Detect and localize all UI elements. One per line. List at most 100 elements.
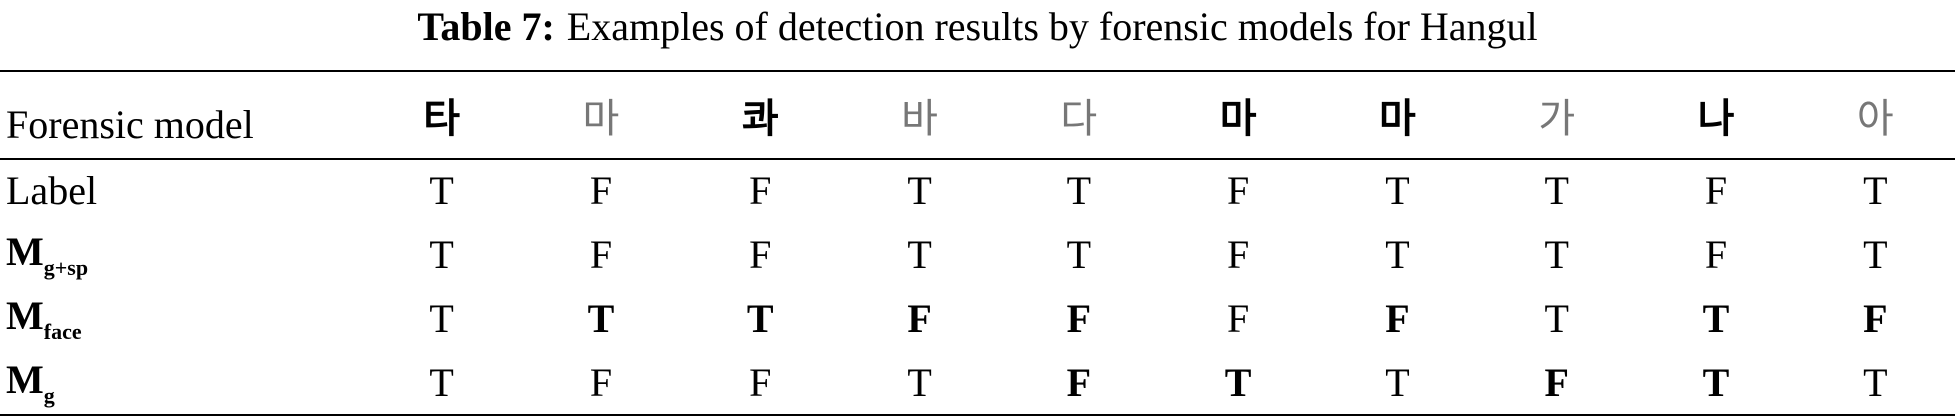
model-name-main: M bbox=[6, 356, 44, 402]
hangul-glyph: 콰 bbox=[741, 96, 779, 142]
table-header-rule bbox=[0, 158, 1955, 160]
result-value: T bbox=[429, 295, 454, 341]
model-name: Label bbox=[6, 167, 98, 213]
model-name-cell: Mg+sp bbox=[0, 222, 362, 286]
result-cell: T bbox=[1796, 350, 1955, 414]
result-value: F bbox=[1227, 295, 1250, 341]
model-name-cell: Mface bbox=[0, 286, 362, 350]
hangul-glyph: 나 bbox=[1697, 96, 1735, 142]
table-caption: Table 7:Examples of detection results by… bbox=[0, 4, 1955, 50]
result-cell: T bbox=[1796, 158, 1955, 222]
result-value: T bbox=[1385, 231, 1410, 277]
result-value: T bbox=[1863, 359, 1888, 405]
result-cell: F bbox=[681, 222, 840, 286]
result-value: F bbox=[1863, 295, 1888, 341]
result-cell: T bbox=[1318, 158, 1477, 222]
result-cell: F bbox=[1796, 286, 1955, 350]
table-caption-text: Examples of detection results by forensi… bbox=[566, 4, 1538, 49]
result-value: T bbox=[1863, 167, 1888, 213]
hangul-glyph: 다 bbox=[1060, 96, 1098, 142]
result-cell: T bbox=[1477, 286, 1636, 350]
result-value: F bbox=[749, 231, 772, 277]
hangul-glyph: 마 bbox=[1219, 96, 1257, 142]
result-cell: F bbox=[1477, 350, 1636, 414]
result-value: F bbox=[589, 359, 613, 405]
table-top-rule bbox=[0, 70, 1955, 72]
hangul-glyph: 마 bbox=[1379, 96, 1416, 142]
result-value: T bbox=[1702, 295, 1730, 341]
result-value: T bbox=[1066, 167, 1092, 213]
hangul-glyph: 바 bbox=[901, 96, 938, 142]
result-cell: T bbox=[1796, 222, 1955, 286]
result-value: F bbox=[589, 231, 613, 277]
table-caption-label: Table 7: bbox=[417, 4, 555, 49]
result-value: T bbox=[587, 295, 615, 341]
result-cell: T bbox=[362, 286, 521, 350]
result-cell: T bbox=[1158, 350, 1317, 414]
result-cell: F bbox=[681, 158, 840, 222]
result-value: F bbox=[1704, 167, 1728, 213]
result-cell: F bbox=[521, 350, 680, 414]
result-value: T bbox=[907, 359, 932, 405]
detection-results-table: Forensic model 타 마 콰 바 다 마 마 가 나 아 Label… bbox=[0, 72, 1955, 414]
glyph-header-8: 가 bbox=[1477, 72, 1636, 158]
result-cell: F bbox=[1158, 286, 1317, 350]
result-cell: F bbox=[521, 158, 680, 222]
result-cell: F bbox=[999, 350, 1158, 414]
table-row: Mg T F F T F T T F T T bbox=[0, 350, 1955, 414]
glyph-header-7: 마 bbox=[1318, 72, 1477, 158]
result-value: T bbox=[429, 359, 454, 405]
result-value: T bbox=[1385, 359, 1410, 405]
model-name-cell: Label bbox=[0, 158, 362, 222]
result-value: F bbox=[1066, 295, 1092, 341]
result-value: T bbox=[1385, 167, 1410, 213]
result-value: T bbox=[907, 167, 932, 213]
result-cell: F bbox=[1636, 222, 1795, 286]
result-value: F bbox=[749, 359, 772, 405]
result-cell: T bbox=[521, 286, 680, 350]
glyph-header-5: 다 bbox=[999, 72, 1158, 158]
result-value: F bbox=[1704, 231, 1728, 277]
model-name: Mg bbox=[6, 356, 55, 408]
result-cell: T bbox=[362, 222, 521, 286]
result-value: T bbox=[1544, 295, 1569, 341]
model-name: Mface bbox=[6, 293, 82, 344]
result-cell: T bbox=[1318, 222, 1477, 286]
result-value: F bbox=[1227, 231, 1250, 277]
hangul-glyph: 타 bbox=[423, 96, 461, 142]
glyph-header-4: 바 bbox=[840, 72, 999, 158]
result-value: T bbox=[1544, 231, 1569, 277]
model-name-cell: Mg bbox=[0, 350, 362, 414]
result-cell: T bbox=[1636, 286, 1795, 350]
result-value: F bbox=[1385, 295, 1410, 341]
glyph-header-1: 타 bbox=[362, 72, 521, 158]
result-cell: T bbox=[681, 286, 840, 350]
model-name: Mg+sp bbox=[6, 228, 88, 280]
result-cell: T bbox=[1636, 350, 1795, 414]
model-name-main: M bbox=[6, 228, 44, 274]
result-cell: T bbox=[1477, 222, 1636, 286]
result-cell: T bbox=[840, 158, 999, 222]
table-bottom-rule bbox=[0, 414, 1955, 416]
table-header-row: Forensic model 타 마 콰 바 다 마 마 가 나 아 bbox=[0, 72, 1955, 158]
result-cell: T bbox=[362, 158, 521, 222]
result-cell: F bbox=[521, 222, 680, 286]
hangul-glyph: 가 bbox=[1538, 96, 1576, 142]
result-value: F bbox=[1227, 167, 1250, 213]
result-cell: T bbox=[999, 158, 1158, 222]
result-value: F bbox=[1544, 359, 1569, 405]
result-cell: T bbox=[1477, 158, 1636, 222]
hangul-glyph: 아 bbox=[1856, 96, 1894, 142]
result-cell: F bbox=[999, 286, 1158, 350]
result-cell: T bbox=[999, 222, 1158, 286]
result-value: T bbox=[1224, 359, 1252, 405]
result-cell: F bbox=[1158, 222, 1317, 286]
model-name-subscript: face bbox=[43, 318, 82, 344]
glyph-header-10: 아 bbox=[1796, 72, 1955, 158]
model-name-subscript: g bbox=[43, 382, 55, 408]
result-value: T bbox=[429, 231, 454, 277]
model-name-subscript: g+sp bbox=[43, 254, 89, 280]
